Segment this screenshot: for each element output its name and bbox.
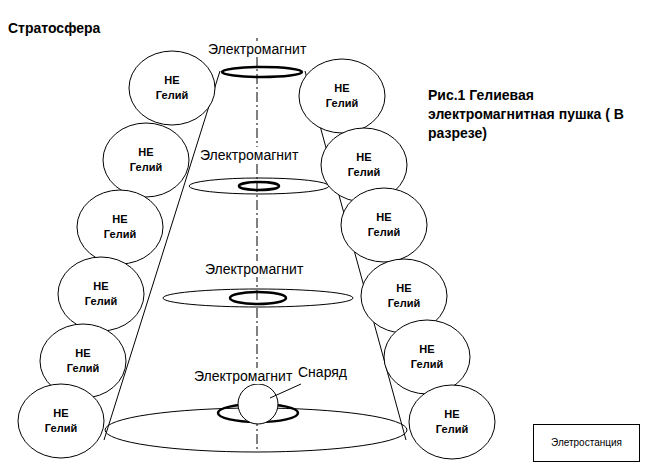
leader-line [270, 384, 301, 398]
gas-balloon: НЕ Гелий [76, 189, 164, 265]
balloon-label: НЕ Гелий [411, 342, 443, 372]
balloon-outline [383, 319, 471, 395]
balloon-outline [57, 256, 145, 332]
gas-balloon: НЕ Гелий [408, 384, 496, 460]
gas-balloon: НЕ Гелий [298, 58, 386, 134]
projectile [238, 384, 278, 424]
balloon-shape [341, 188, 427, 262]
balloon-shape [77, 190, 163, 264]
balloon-outline [298, 58, 386, 134]
balloon-label: НЕ Гелий [156, 73, 188, 103]
region-label: Стратосфера [6, 20, 102, 36]
balloon-label: НЕ Гелий [368, 210, 400, 240]
balloon-outline [340, 187, 428, 263]
balloon-label: НЕ Гелий [326, 81, 358, 111]
gas-balloon: НЕ Гелий [383, 319, 471, 395]
balloon-outline [128, 50, 216, 126]
balloon-label: НЕ Гелий [388, 281, 420, 311]
box-label: Элетростанция [551, 436, 622, 450]
balloon-outline [17, 383, 105, 459]
gas-balloon: НЕ Гелий [102, 122, 190, 198]
balloon-shape [409, 385, 495, 459]
magnet-label: Электромагнит [192, 368, 294, 384]
balloon-label: НЕ Гелий [104, 212, 136, 242]
balloon-shape [18, 384, 104, 458]
balloon-label: НЕ Гелий [436, 407, 468, 437]
balloon-shape [129, 51, 215, 125]
balloon-label: НЕ Гелий [85, 279, 117, 309]
electromagnet-coil [230, 292, 286, 304]
magnet-label: Электромагнит [206, 41, 308, 57]
figure-caption: Рис.1 Гелиевая электромагнитная пушка ( … [428, 86, 628, 143]
part-label: Снаряд [296, 364, 349, 380]
magnet-label: Электромагнит [203, 261, 305, 277]
balloon-outline [76, 189, 164, 265]
balloon-label: НЕ Гелий [67, 346, 99, 376]
gas-balloon: НЕ Гелий [57, 256, 145, 332]
balloon-shape [58, 257, 144, 331]
electromagnet-coil [239, 182, 279, 190]
balloon-outline [102, 122, 190, 198]
gas-balloon: НЕ Гелий [340, 187, 428, 263]
electromagnet-coil [222, 67, 302, 77]
balloon-label: НЕ Гелий [45, 406, 77, 436]
balloon-label: НЕ Гелий [348, 150, 380, 180]
balloon-outline [408, 384, 496, 460]
magnet-label: Электромагнит [198, 147, 300, 163]
electromagnet-disc [163, 289, 353, 307]
balloon-shape [103, 123, 189, 197]
box-shape [534, 425, 640, 462]
balloon-label: НЕ Гелий [130, 145, 162, 175]
balloon-shape [299, 59, 385, 133]
power-station-box: Элетростанция [533, 424, 640, 462]
gas-balloon: НЕ Гелий [17, 383, 105, 459]
balloon-shape [384, 320, 470, 394]
electromagnet-disc [189, 178, 329, 194]
gas-balloon: НЕ Гелий [128, 50, 216, 126]
